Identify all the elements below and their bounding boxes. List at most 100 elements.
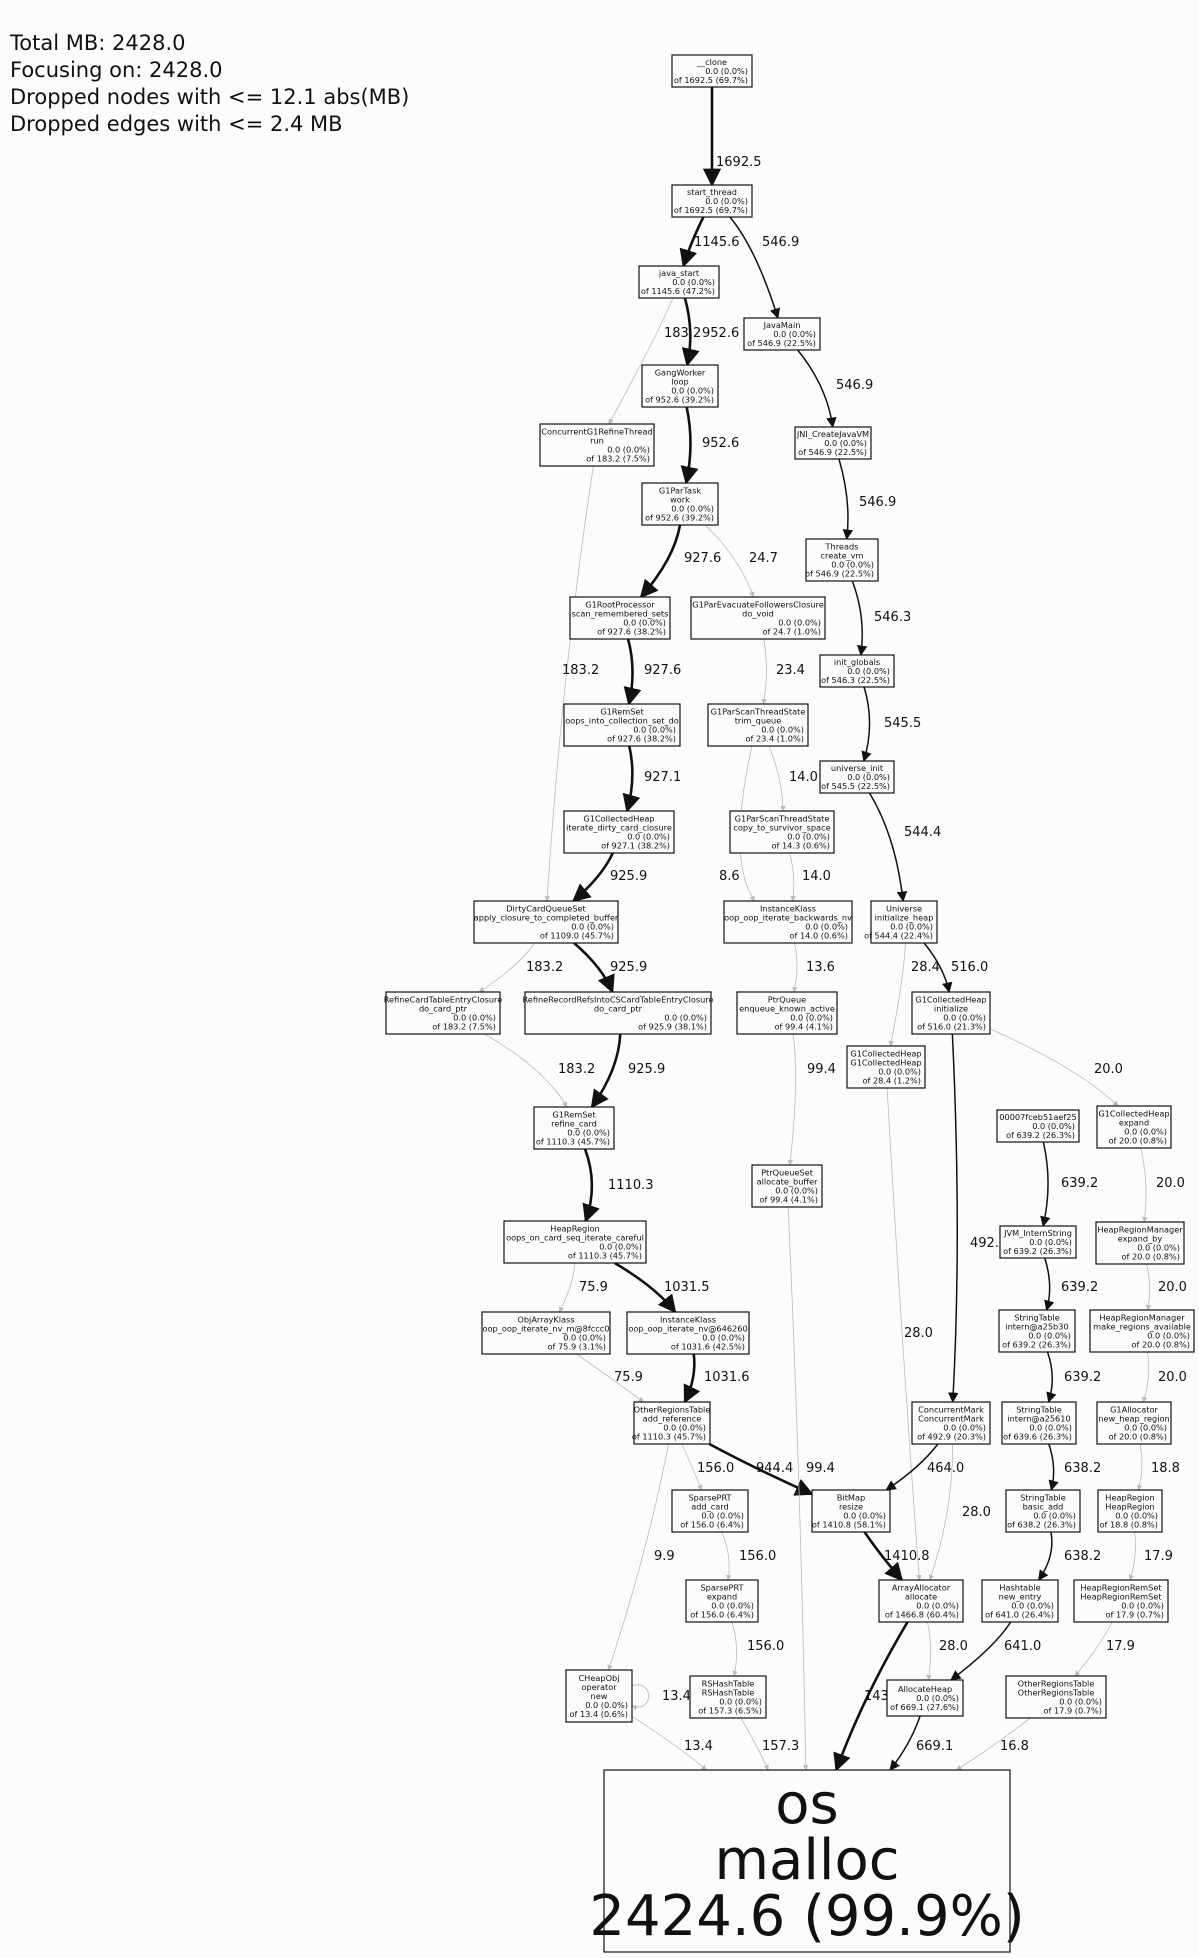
node-box — [723, 900, 853, 944]
node-name: new — [591, 1691, 608, 1701]
edge-label: 546.3 — [874, 610, 911, 625]
node-IK_back[interactable]: InstanceKlassoop_oop_iterate_backwards_n… — [723, 900, 853, 944]
profile-summary: Total MB: 2428.0 Focusing on: 2428.0 Dro… — [10, 30, 409, 138]
node-name: oops_on_card_seq_iterate_careful — [506, 1233, 644, 1243]
node-HeapRegion_oops[interactable]: HeapRegionoops_on_card_seq_iterate_caref… — [503, 1220, 647, 1264]
edge-label: 157.3 — [762, 1739, 799, 1754]
edge-init_globals-universe_init: 545.5 — [861, 686, 921, 763]
node-box — [671, 54, 753, 88]
node-name: basic_add — [1023, 1502, 1064, 1512]
node-box — [819, 654, 895, 688]
edge-G1CH_ctor-ArrayAlloc: 28.0 — [886, 1087, 933, 1581]
node-box — [811, 1489, 891, 1533]
node-value: 0.0 (0.0%) — [805, 922, 848, 932]
node-name: intern@a25610 — [1007, 1414, 1070, 1424]
node-G1CH_iter[interactable]: G1CollectedHeapiterate_dirty_card_closur… — [563, 810, 675, 854]
node-ObjArrayKlass[interactable]: ObjArrayKlassoop_oop_iterate_nv_m@8fccc0… — [481, 1311, 611, 1355]
node-IK_nv[interactable]: InstanceKlassoop_oop_iterate_nv@6462600.… — [626, 1311, 750, 1355]
node-G1ParEvac[interactable]: G1ParEvacuateFollowersClosuredo_void0.0 … — [690, 596, 826, 640]
edge-HRM_expand-HRM_make: 20.0 — [1145, 1263, 1187, 1311]
edge-ORT_ctor-malloc: 16.8 — [956, 1717, 1031, 1771]
edge-label: 1031.6 — [704, 1370, 750, 1385]
edge-RefineCTE-G1RemSet_refine: 183.2 — [484, 1033, 595, 1108]
node-RefineRR[interactable]: RefineRecordRefsIntoCSCardTableEntryClos… — [522, 991, 714, 1035]
edge-label: 14.0 — [802, 869, 831, 884]
node-G1PSTS_copy[interactable]: G1ParScanThreadStatecopy_to_survivor_spa… — [729, 810, 835, 854]
edge-label: 75.9 — [614, 1370, 643, 1385]
node-name: SparsePRT — [700, 1583, 744, 1593]
edge-universe_init-Universe: 544.4 — [868, 792, 941, 903]
edge-label: 516.0 — [951, 960, 988, 975]
node-value: 0.0 (0.0%) — [775, 1186, 818, 1196]
node-box — [603, 1769, 1011, 1953]
edge-line — [478, 942, 536, 993]
edge-line — [623, 638, 642, 706]
node-box — [751, 1164, 823, 1208]
node-value: 0.0 (0.0%) — [705, 66, 748, 76]
edge-line — [708, 1442, 814, 1496]
node-value: 0.0 (0.0%) — [1028, 1331, 1071, 1341]
node-box — [1001, 1401, 1077, 1445]
node-name: init_globals — [834, 657, 880, 667]
edge-label: 156.0 — [747, 1639, 784, 1654]
edge-label: 8.6 — [719, 869, 740, 884]
node-box — [473, 900, 619, 944]
node-box — [1096, 1401, 1172, 1445]
node-HRM_make[interactable]: HeapRegionManagermake_regions_available0… — [1089, 1309, 1195, 1353]
node-RefineCTE[interactable]: RefineCardTableEntryClosuredo_card_ptr0.… — [384, 991, 503, 1035]
node-name: allocate — [905, 1592, 937, 1602]
node-box — [569, 596, 671, 640]
node-value: 0.0 (0.0%) — [702, 1333, 745, 1343]
node-name: __clone — [696, 57, 727, 67]
node-name: G1CollectedHeap — [1098, 1109, 1169, 1119]
node-box — [671, 184, 753, 218]
node-DCQS[interactable]: DirtyCardQueueSetapply_closure_to_comple… — [473, 900, 619, 944]
edge-label: 638.2 — [1064, 1549, 1101, 1564]
node-name: do_card_ptr — [419, 1004, 468, 1014]
node-value: of 639.2 (26.3%) — [1002, 1340, 1071, 1350]
node-name: new_entry — [999, 1592, 1042, 1602]
